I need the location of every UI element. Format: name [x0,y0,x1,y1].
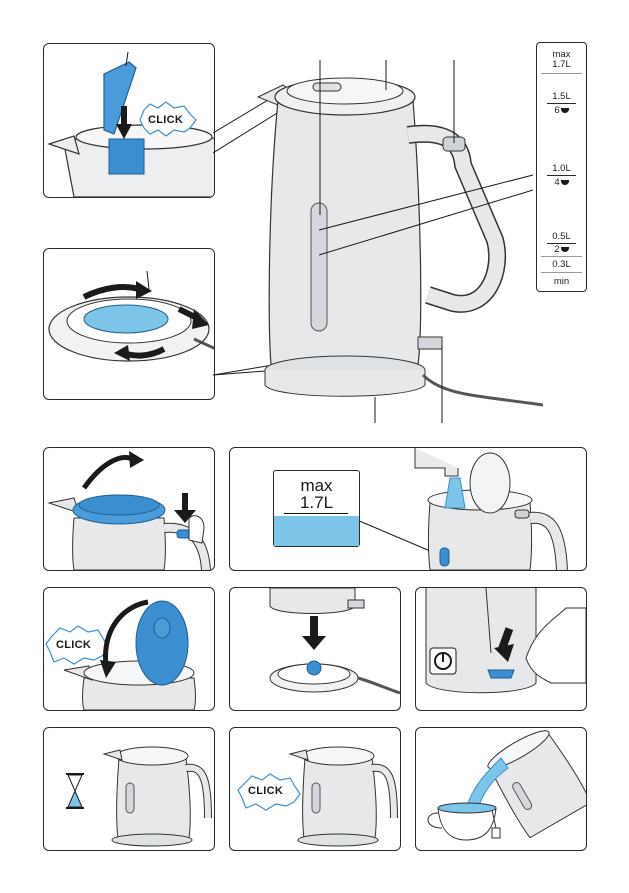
panel-filter-insert: CLICK [43,43,215,198]
scale-max-word: max [552,49,571,60]
cup-icon [560,246,569,252]
scale-1-5-litre: 1.5L [552,91,571,102]
scale-0-3-litre: 0.3L [552,259,571,270]
scale-6-cups: 6 [537,105,586,116]
water-stream [444,477,466,509]
pour-illustration [427,730,586,841]
panel-auto-off: CLICK [229,727,401,851]
rotate-arrow-icon [136,281,152,299]
wait-illustration [66,746,212,847]
press-arrow-icon [174,510,196,523]
power-switch [417,336,443,350]
auto-off-illustration [237,746,398,847]
blue-lid [135,600,189,686]
close-lid-illustration [45,599,196,710]
scale-0-5-litre: 0.5L [552,231,571,242]
click-label-1: CLICK [148,114,184,126]
panel-base [43,248,215,400]
water-window [310,202,328,332]
scale-2-cups: 2 [537,244,586,255]
curved-arrow-icon [81,454,136,490]
max-indicator-water [274,516,359,546]
max-indicator-volume: 1.7L [299,493,334,512]
cup-icon [560,179,569,185]
down-arrow-icon [116,124,132,139]
click-label-3: CLICK [248,785,284,797]
panel-open-lid [43,447,215,571]
click-burst [139,101,197,137]
press-arrow-icon [494,644,514,662]
place-on-base-illustration [269,588,400,695]
max-indicator-word: max [300,476,333,495]
hourglass-icon [66,773,84,809]
down-arrow-icon [302,636,326,650]
switch-on-illustration [425,588,586,694]
filter-part [103,61,137,135]
panel-switch-on [415,587,587,711]
panel-wait [43,727,215,851]
panel-fill-water: max 1.7L [229,447,587,571]
fill-level-scale: max 1.7L 1.5L 6 1.0L 4 0.5L 2 0.3L min [536,42,587,292]
click-label-2: CLICK [56,639,92,651]
scale-1-0-litre: 1.0L [552,163,571,174]
click-burst [45,625,109,665]
panel-pour [415,727,587,851]
scale-4-cups: 4 [537,177,586,188]
cup-icon [560,107,569,113]
main-kettle-illustration [213,60,543,423]
base-illustration [48,270,214,362]
scale-max-volume: 1.7L [552,59,571,70]
max-indicator-zoom: max 1.7L [273,470,360,547]
power-cord [421,373,543,407]
panel-place-on-base [229,587,401,711]
fill-water-illustration [356,448,568,570]
curved-arrow-icon [103,599,149,667]
scale-min-word: min [553,276,570,287]
panel-close-lid: CLICK [43,587,215,711]
filter-insert-illustration [47,51,214,197]
click-burst [237,773,301,811]
open-lid-illustration [47,451,211,570]
descaling-filter [83,304,169,334]
